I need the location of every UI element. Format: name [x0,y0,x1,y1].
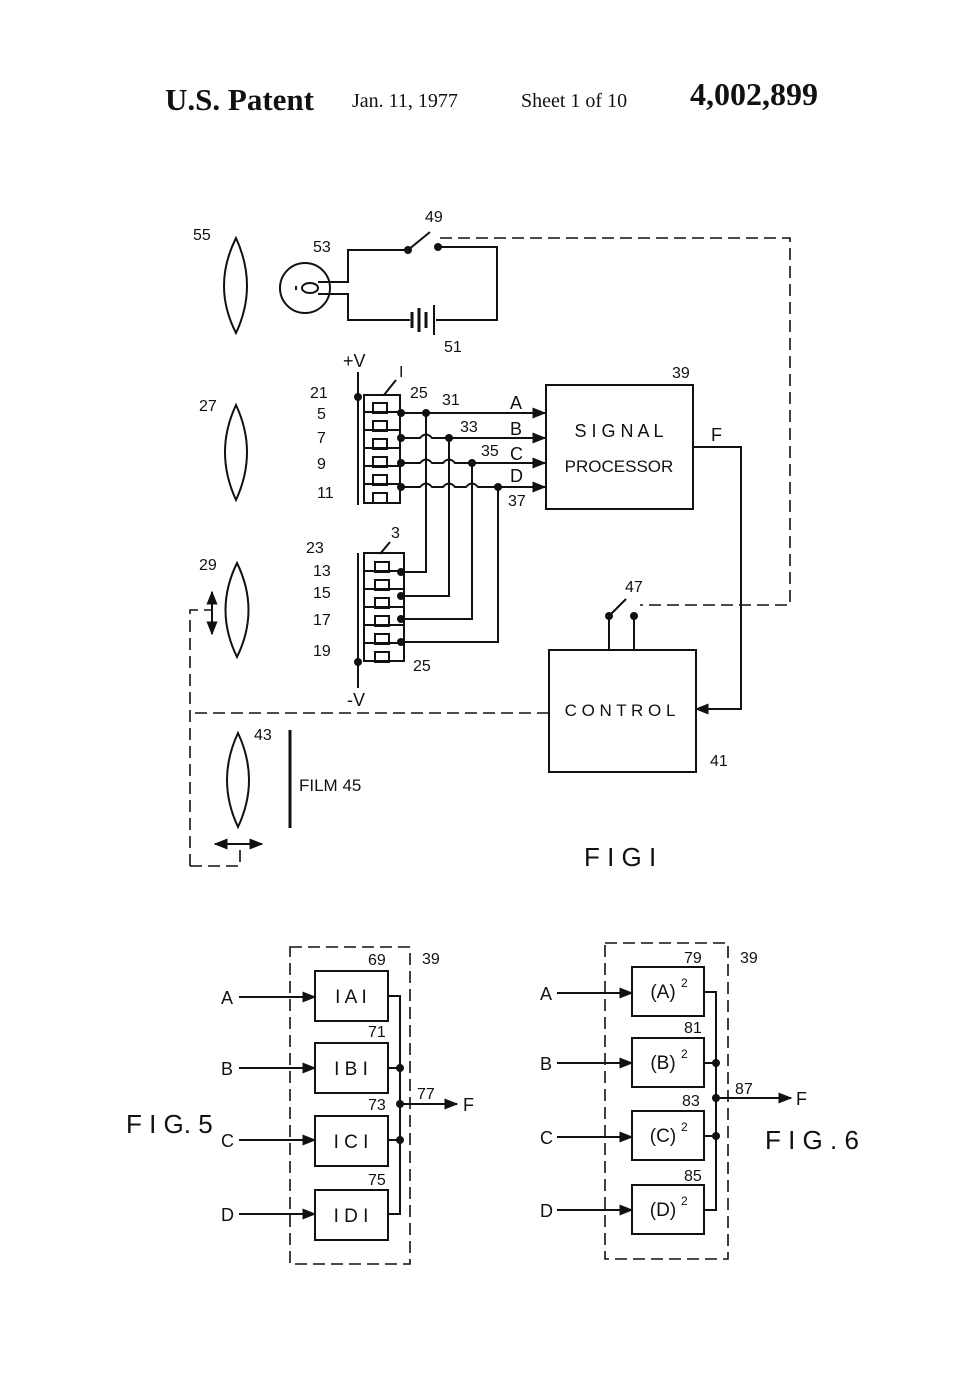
film-label: FILM 45 [299,776,361,795]
fig5-block-a-label: I A I [335,987,367,1008]
plus-v-label: +V [343,351,366,371]
fig5-block-c-label: I C I [334,1132,369,1153]
ref-33: 33 [460,419,478,436]
fig5: 39 I A I I B I I C I I D I 69 71 73 75 A… [126,947,474,1264]
fig6-input-a: A [540,984,552,1004]
ref-19: 19 [313,643,331,660]
signal-processor-line2: PROCESSOR [565,457,674,476]
minus-v-label: -V [347,690,365,710]
lens-29 [226,563,249,657]
fig6-ref-79: 79 [684,950,702,967]
fig6-ref-85: 85 [684,1168,702,1185]
ref-1: I [399,364,403,381]
ref-13: 13 [313,563,331,580]
ref-23: 23 [306,540,324,557]
ref-21: 21 [310,385,328,402]
ref-55: 55 [193,227,211,244]
ref-11: 11 [317,485,334,502]
fig6-block-b-label: (B) [650,1053,675,1074]
ref-25-top: 25 [410,385,428,402]
switch-47 [609,599,626,616]
ref-31: 31 [442,392,460,409]
fig5-block-b-label: I B I [334,1059,368,1080]
ref-37: 37 [508,493,526,510]
detector-array-1 [358,395,400,505]
ref-17: 17 [313,612,331,629]
signal-processor-block [546,385,693,509]
fig6-output-f: F [796,1089,807,1109]
fig5-ref-39: 39 [422,951,440,968]
fig5-ref-71: 71 [368,1024,386,1041]
ref-35: 35 [481,443,499,460]
signal-f-line [693,447,741,709]
fig6-block-c-label: (C) [650,1126,676,1147]
detector-array-3 [358,553,404,662]
fig5-input-d: D [221,1205,234,1225]
fig6-exp-a: 2 [681,976,688,990]
ref-47: 47 [625,579,643,596]
ref-7: 7 [317,430,326,447]
label-d: D [510,466,523,486]
label-c: C [510,444,523,464]
ref-27: 27 [199,398,217,415]
fig6-ref-39: 39 [740,950,758,967]
fig5-ref-69: 69 [368,952,386,969]
lamp-53 [280,263,330,313]
switch-49 [408,232,430,250]
control-label: C O N T R O L [565,701,676,720]
fig1-caption: F I G I [584,842,656,872]
fig6-ref-83: 83 [682,1093,700,1110]
label-a: A [510,393,522,413]
fig5-ref-75: 75 [368,1172,386,1189]
ref-3: 3 [391,525,400,542]
fig5-output-f: F [463,1095,474,1115]
fig5-input-a: A [221,988,233,1008]
fig6-input-b: B [540,1054,552,1074]
ref-15: 15 [313,585,331,602]
fig6-input-c: C [540,1128,553,1148]
fig5-input-c: C [221,1131,234,1151]
ref-53: 53 [313,239,331,256]
signal-processor-line1: S I G N A L [574,421,663,441]
lens-43 [227,733,249,827]
fig6: 39 (A) (B) (C) (D) 2 2 2 2 79 81 83 85 A… [540,943,859,1259]
ref-5: 5 [317,406,326,423]
lens-27 [225,405,247,500]
fig6-ref-81: 81 [684,1020,702,1037]
ref-29: 29 [199,557,217,574]
fig5-caption: F I G. 5 [126,1109,213,1139]
ref-9: 9 [317,456,326,473]
fig6-block-d-label: (D) [650,1200,676,1221]
fig5-block-d-label: I D I [334,1206,369,1227]
fig6-exp-b: 2 [681,1047,688,1061]
ref-25-bottom: 25 [413,658,431,675]
label-b: B [510,419,522,439]
fig6-caption: F I G . 6 [765,1125,859,1155]
fig6-exp-c: 2 [681,1120,688,1134]
fig5-input-b: B [221,1059,233,1079]
ref-51: 51 [444,339,462,356]
fig6-ref-87: 87 [735,1081,753,1098]
fig6-input-d: D [540,1201,553,1221]
fig1: 55 27 29 43 FILM 45 53 49 51 [190,209,790,872]
ref-43: 43 [254,727,272,744]
ref-39: 39 [672,365,690,382]
fig6-block-a-label: (A) [650,982,675,1003]
lens-55 [224,238,247,333]
fig5-ref-73: 73 [368,1097,386,1114]
label-f: F [711,425,722,445]
fig6-exp-d: 2 [681,1194,688,1208]
fig5-ref-77: 77 [417,1086,435,1103]
battery-51 [412,305,434,335]
ref-41: 41 [710,753,728,770]
ref-49: 49 [425,209,443,226]
